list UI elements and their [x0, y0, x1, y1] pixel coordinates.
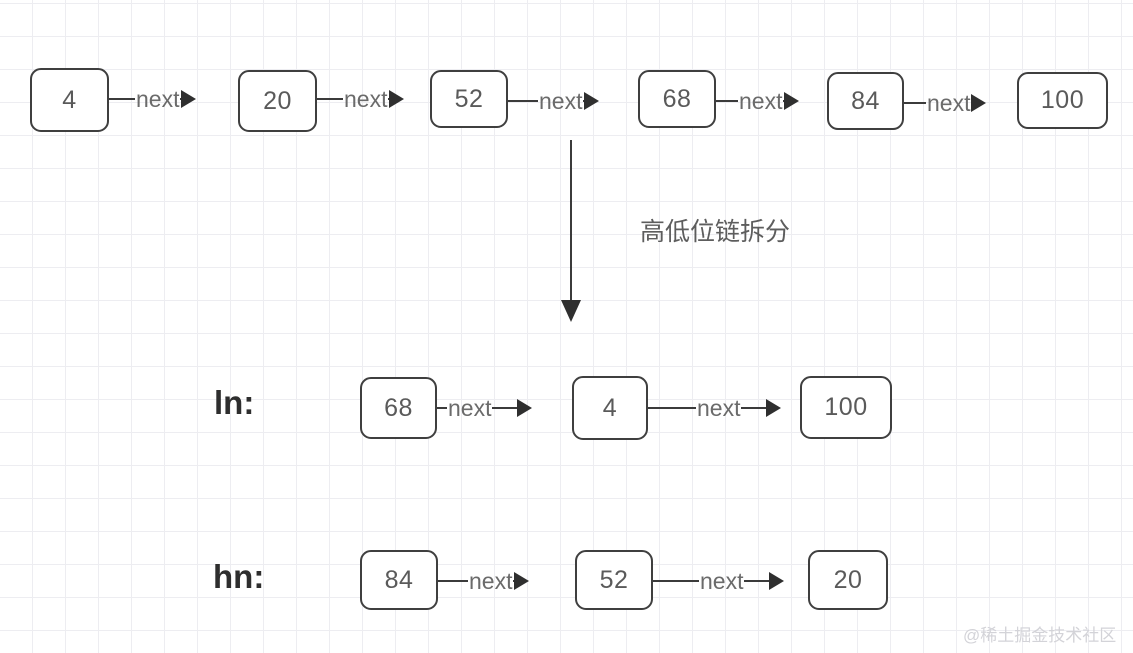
split-arrow-head [561, 300, 581, 322]
node-original-0: 4 [30, 68, 109, 132]
edge-label: next [539, 87, 583, 114]
arrowhead-icon [514, 572, 530, 590]
arrowhead-icon [389, 90, 405, 108]
edge-hn-1: next [653, 567, 785, 594]
edge-ln-0: next [437, 394, 533, 421]
edge-line-left [653, 580, 699, 582]
edge-original-3: next [716, 87, 800, 114]
edge-label: next [739, 87, 783, 114]
arrowhead-icon [517, 399, 533, 417]
edge-original-0: next [109, 85, 197, 112]
edge-line-left [438, 580, 468, 582]
edge-original-4: next [904, 89, 987, 116]
edge-line-left [904, 102, 926, 104]
node-original-4: 84 [827, 72, 904, 130]
arrowhead-icon [769, 572, 785, 590]
edge-label: next [927, 89, 971, 116]
edge-line-left [437, 407, 447, 409]
edge-line-right [492, 407, 519, 409]
arrowhead-icon [971, 94, 987, 112]
edge-line-left [508, 100, 538, 102]
edge-line-left [317, 98, 343, 100]
arrowhead-icon [584, 92, 600, 110]
row-label-ln: ln: [214, 384, 255, 421]
split-arrow-icon [561, 140, 581, 322]
node-hn-0: 84 [360, 550, 438, 610]
split-note-label: 高低位链拆分 [640, 218, 791, 246]
watermark-label: @稀土掘金技术社区 [963, 626, 1117, 645]
edge-line-left [109, 98, 135, 100]
edge-hn-0: next [438, 567, 530, 594]
edge-label: next [448, 394, 492, 421]
arrowhead-icon [181, 90, 197, 108]
node-hn-2: 20 [808, 550, 888, 610]
node-ln-0: 68 [360, 377, 437, 439]
node-original-1: 20 [238, 70, 317, 132]
arrowhead-icon [766, 399, 782, 417]
edge-line-right [744, 580, 771, 582]
node-ln-1: 4 [572, 376, 648, 440]
edge-line-left [716, 100, 738, 102]
edge-label: next [469, 567, 513, 594]
edge-label: next [697, 394, 741, 421]
edge-label: next [136, 85, 180, 112]
edge-label: next [700, 567, 744, 594]
edge-original-1: next [317, 85, 405, 112]
node-original-2: 52 [430, 70, 508, 128]
arrowhead-icon [784, 92, 800, 110]
node-original-3: 68 [638, 70, 716, 128]
row-label-hn: hn: [213, 558, 265, 595]
edge-line-left [648, 407, 696, 409]
split-arrow-shaft [570, 140, 572, 302]
node-original-5: 100 [1017, 72, 1108, 129]
edge-ln-1: next [648, 394, 782, 421]
edge-original-2: next [508, 87, 600, 114]
edge-label: next [344, 85, 388, 112]
edge-line-right [741, 407, 768, 409]
node-hn-1: 52 [575, 550, 653, 610]
node-ln-2: 100 [800, 376, 892, 439]
